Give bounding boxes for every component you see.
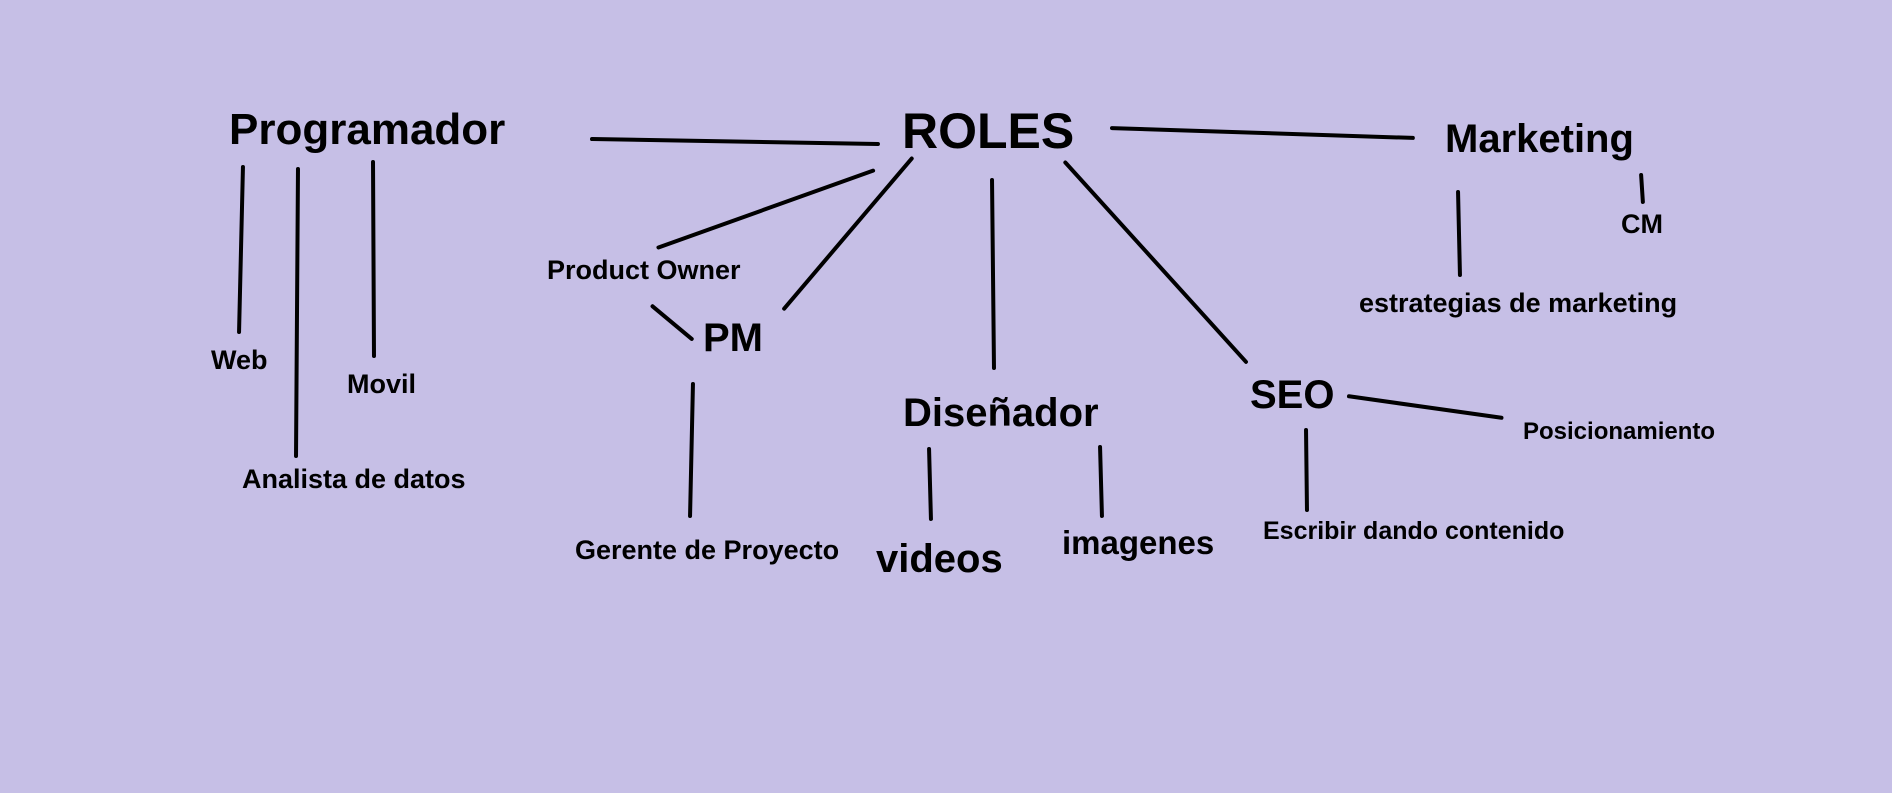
node-imagenes: imagenes: [1062, 524, 1215, 561]
node-videos: videos: [876, 537, 1003, 581]
connector-product_owner-pm: [649, 303, 695, 342]
node-seo: SEO: [1250, 373, 1335, 417]
connector-pm-gerente: [688, 381, 695, 519]
node-escribir-dando-contenido: Escribir dando contenido: [1263, 517, 1565, 545]
connector-marketing-estrategias: [1456, 189, 1462, 278]
node-roles: ROLES: [902, 103, 1075, 159]
node-programador: Programador: [229, 105, 506, 154]
node-gerente-de-proyecto: Gerente de Proyecto: [575, 535, 840, 565]
connector-programador-analista: [294, 166, 300, 459]
node-cm: CM: [1621, 209, 1663, 239]
connector-marketing-cm: [1639, 172, 1645, 205]
connector-roles-programador: [589, 137, 881, 146]
connector-disenador-videos: [927, 446, 933, 522]
node-pm: PM: [703, 316, 763, 360]
connector-roles-marketing: [1109, 126, 1416, 140]
connector-seo-escribir: [1304, 427, 1309, 513]
node-movil: Movil: [347, 369, 417, 399]
connector-programador-movil: [371, 159, 376, 359]
node-analista-de-datos: Analista de datos: [242, 464, 466, 494]
connector-programador-web: [237, 164, 245, 335]
node-estrategias-de-marketing: estrategias de marketing: [1359, 288, 1678, 318]
connector-disenador-imagenes: [1098, 444, 1104, 519]
connector-roles-disenador: [990, 177, 996, 371]
connector-roles-seo: [1062, 159, 1249, 365]
node-web: Web: [211, 345, 268, 375]
node-marketing: Marketing: [1445, 117, 1634, 161]
node-posicionamiento: Posicionamiento: [1523, 418, 1716, 445]
node-product-owner: Product Owner: [547, 255, 741, 285]
node-disenador: Diseñador: [903, 391, 1099, 435]
connector-seo-posicionamiento: [1346, 394, 1504, 420]
